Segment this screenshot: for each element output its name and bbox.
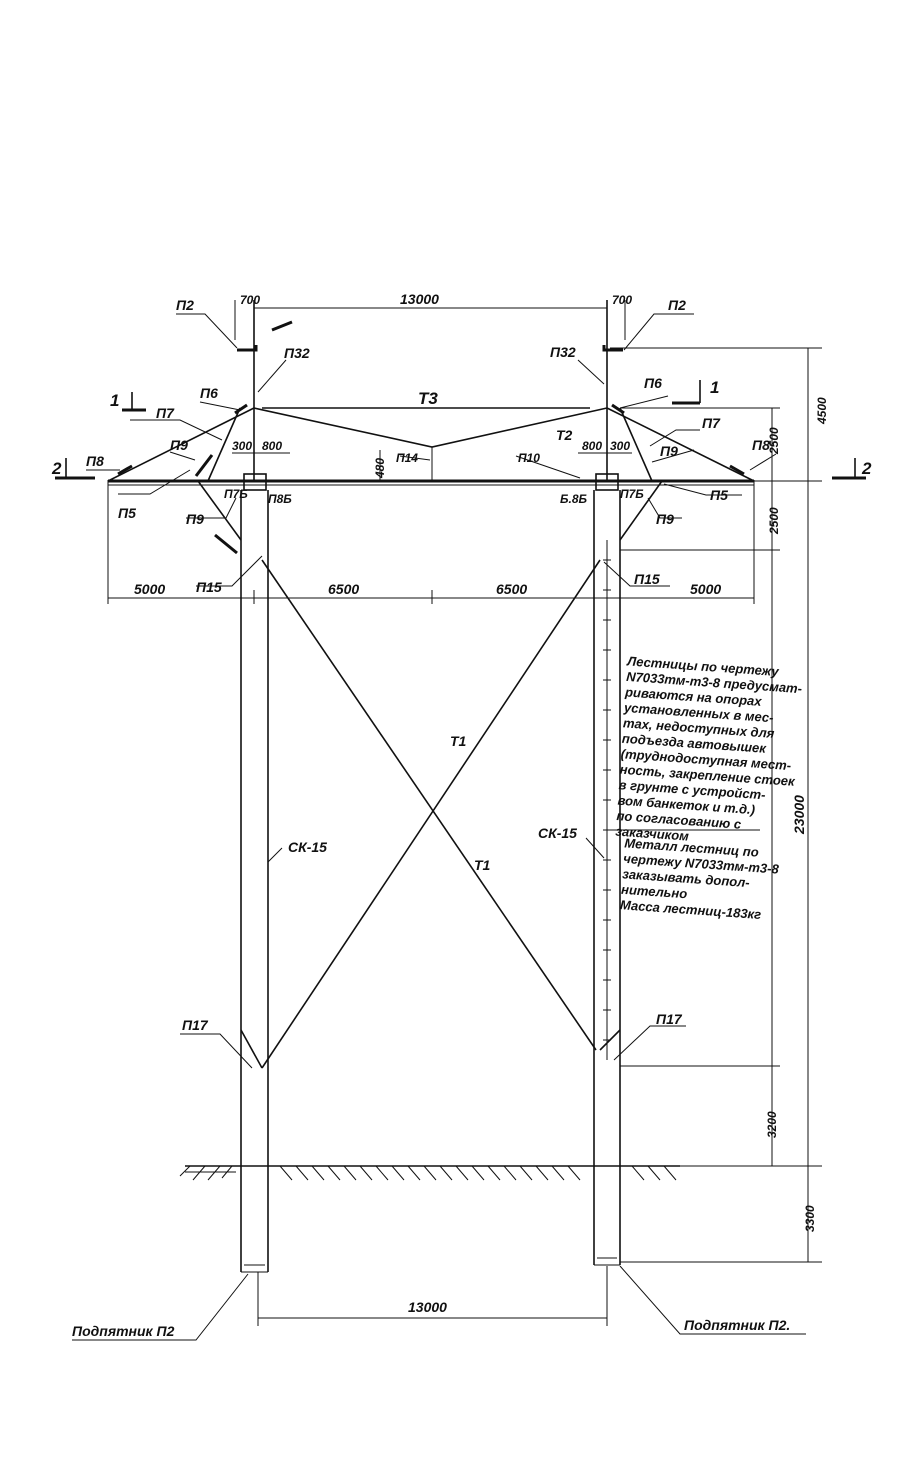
label-podpyatnik-left: Подпятник П2	[72, 1323, 175, 1339]
label-p10: П10	[518, 451, 540, 465]
label-p7b-left: П7Б	[224, 487, 248, 501]
ladder-note-line: заказчиком	[615, 824, 690, 844]
dimension-values: 700 700 13000 300 800 800 300 480 5000 6…	[134, 291, 829, 1315]
metal-note-line: нительно	[621, 882, 688, 902]
label-section1-right: 1	[710, 378, 719, 397]
label-t1-b: Т1	[474, 857, 491, 873]
label-section2-left: 2	[51, 459, 62, 478]
dim-5000-left: 5000	[134, 581, 165, 597]
right-post	[593, 300, 621, 1266]
label-t2: Т2	[556, 427, 573, 443]
diagonal-cross	[214, 533, 621, 1069]
label-p8b-right: Б.8Б	[560, 492, 588, 506]
label-ck15-right: СК-15	[538, 825, 577, 841]
label-p8b-left: П8Б	[268, 492, 292, 506]
dim-800-left: 800	[262, 439, 282, 453]
crossarm	[108, 473, 754, 491]
label-p9-left-top: П9	[170, 437, 188, 453]
dim-300-right: 300	[610, 439, 630, 453]
label-p2-left: П2	[176, 297, 194, 313]
label-podpyatnik-right: Подпятник П2.	[684, 1317, 790, 1333]
label-p8-left: П8	[86, 453, 104, 469]
metal-note-line: Масса лестниц-183кг	[620, 897, 762, 922]
ladder-note: Лестницы по чертежуN7033тм-т3-8 предусма…	[614, 653, 804, 850]
dim-700-left: 700	[240, 293, 260, 307]
dim-23000: 23000	[791, 795, 807, 835]
ground-line	[179, 1165, 680, 1181]
section-markers	[55, 380, 866, 480]
label-p32-right: П32	[550, 344, 576, 360]
label-p17-left: П17	[182, 1017, 209, 1033]
dim-2500-b: 2500	[767, 507, 781, 535]
dim-700-right: 700	[612, 293, 632, 307]
dim-480: 480	[373, 458, 387, 479]
dim-5000-right: 5000	[690, 581, 721, 597]
label-p7-left: П7	[156, 405, 175, 421]
label-p32-left: П32	[284, 345, 310, 361]
dim-2500-a: 2500	[767, 427, 781, 455]
leader-lines	[72, 313, 806, 1341]
label-p14: П14	[396, 451, 418, 465]
dim-6500-right: 6500	[496, 581, 527, 597]
svg-text:Лестницы по чертежуN7033тм-т3-: Лестницы по чертежуN7033тм-т3-8 предусма…	[614, 653, 804, 850]
ladder	[603, 540, 611, 1060]
dim-3200: 3200	[765, 1111, 779, 1138]
svg-text:Металл лестниц почертежу N7033: Металл лестниц почертежу N7033тм-т3-8зак…	[620, 835, 782, 923]
label-t3: Т3	[418, 389, 438, 408]
label-p17-right: П17	[656, 1011, 683, 1027]
dim-13000-top: 13000	[400, 291, 439, 307]
label-p9-left-bot: П9	[186, 511, 204, 527]
label-p15-left: П15	[196, 579, 222, 595]
label-p15-right: П15	[634, 571, 660, 587]
dim-300-left: 300	[232, 439, 252, 453]
metal-note: Металл лестниц почертежу N7033тм-т3-8зак…	[620, 835, 782, 923]
part-labels: П2 П2 П32 П32 П6 П6 П7 П7 П8 П8 П9 П9 П9…	[51, 297, 872, 1339]
top-caps	[237, 320, 623, 352]
upper-ties	[107, 403, 755, 541]
label-p6-right: П6	[644, 375, 662, 391]
left-post	[240, 300, 269, 1273]
label-p2-right: П2	[668, 297, 686, 313]
label-p5-right: П5	[710, 487, 728, 503]
label-p5-left: П5	[118, 505, 136, 521]
label-p6-left: П6	[200, 385, 218, 401]
dim-13000-bottom: 13000	[408, 1299, 447, 1315]
label-p9-right-bot: П9	[656, 511, 674, 527]
label-section2-right: 2	[861, 459, 872, 478]
label-t1-a: Т1	[450, 733, 467, 749]
dim-3300: 3300	[803, 1205, 817, 1232]
label-p8-right: П8	[752, 437, 770, 453]
dim-800-right: 800	[582, 439, 602, 453]
label-ck15-left: СК-15	[288, 839, 327, 855]
dim-4500: 4500	[815, 397, 829, 425]
label-p7b-right: П7Б	[620, 487, 644, 501]
dimension-lines	[107, 300, 822, 1326]
label-p7-right: П7	[702, 415, 721, 431]
label-p9-right-top: П9	[660, 443, 678, 459]
dim-6500-left: 6500	[328, 581, 359, 597]
label-section1-left: 1	[110, 391, 119, 410]
